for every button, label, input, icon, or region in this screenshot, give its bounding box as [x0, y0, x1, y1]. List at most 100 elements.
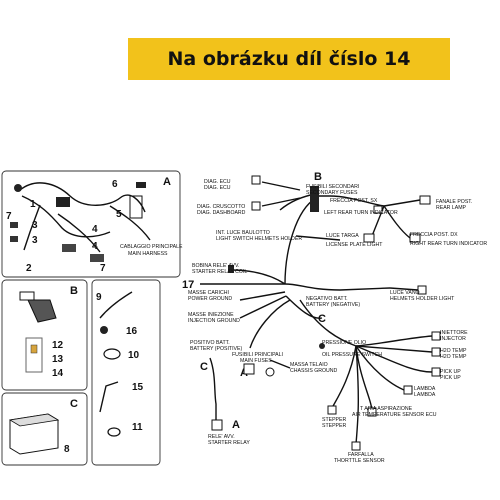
harness-wire-2: [21, 195, 111, 238]
fuse-set-frame: [25, 337, 43, 373]
part-13: 13: [52, 354, 64, 365]
main-fuse-box: [243, 363, 255, 375]
branch-injector: [355, 335, 433, 347]
label-pickup-2: PICK UP: [440, 375, 461, 381]
label-iniezione-2: INJECTION GROUND: [188, 318, 240, 324]
chassis-ground-point: [265, 367, 275, 377]
label-bobina-1: BOBINA RELE' AVV.: [192, 263, 239, 269]
panel-b-frame: [1, 279, 88, 391]
label-iniezione-1: MASSE INIEZIONE: [188, 312, 234, 318]
label-fanale-1: FANALE POST.: [436, 199, 472, 205]
diag-ecu-connector: [251, 175, 261, 185]
bolt-part-2: [10, 236, 18, 242]
rh-indicator-connector: [409, 233, 421, 243]
part-7b: 7: [100, 263, 106, 274]
schematic: B 17 C C A A: [182, 171, 487, 464]
part-2: 2: [26, 263, 32, 274]
label-targa-2: LICENSE PLATE LIGHT: [326, 242, 383, 248]
injector-connector: [431, 331, 441, 341]
marker-17: 17: [182, 279, 194, 291]
label-aria-1: T ARIA ASPIRAZIONE: [360, 406, 413, 412]
branch-helmet-switch: [295, 235, 341, 241]
fuse-part-small: [19, 291, 35, 301]
connector-block: [56, 197, 70, 207]
harness-wire-5: [109, 205, 151, 241]
label-farfalla-2: THORTTLE SENSOR: [334, 458, 385, 464]
label-telaio-2: CHASSIS GROUND: [290, 368, 338, 374]
stepper-connector: [327, 405, 337, 415]
part-1: 1: [30, 199, 36, 210]
branch-pickup: [355, 345, 433, 373]
harness-label-2: MAIN HARNESS: [128, 251, 168, 257]
part-3: 3: [32, 220, 38, 231]
panel-a-frame: [1, 170, 181, 278]
branch-stepper: [331, 345, 357, 409]
cable-part: [99, 291, 133, 319]
label-rele-1: RELE' AVV.: [208, 434, 235, 440]
label-baulotto-1: INT. LUCE BAULOTTO: [216, 230, 270, 236]
bolt-part: [10, 222, 18, 228]
label-baulotto-2: LIGHT SWITCH HELMETS HOLDER: [216, 236, 302, 242]
branch-rear-lamp: [383, 199, 421, 207]
label-lambda-1: LAMBDA: [414, 386, 436, 392]
branch-helmet-light: [389, 287, 419, 291]
label-freccia-dx-1: FRECCIA POST. DX: [410, 232, 458, 238]
label-iniettore-1: INIETTORE: [440, 330, 468, 336]
lambda-connector: [403, 385, 413, 395]
helmet-light-connector: [417, 285, 427, 295]
branch-lambda: [355, 345, 405, 391]
label-pickup-1: PICK UP: [440, 369, 461, 375]
label-lambda-2: LAMBDA: [414, 392, 436, 398]
clip-part-2: [90, 254, 104, 262]
diag-dash-connector: [251, 201, 261, 211]
label-freccia-dx-2: RIGHT REAR TURN INDICATOR: [410, 241, 487, 247]
branch-starter-coil: [229, 269, 286, 285]
relay-part: [136, 182, 146, 188]
battery-top: [8, 413, 60, 427]
rear-lamp-connector: [419, 195, 431, 205]
part-15: 15: [132, 382, 144, 393]
marker-c2: C: [200, 361, 208, 373]
branch-rh-indicator: [383, 205, 411, 239]
part-3b: 3: [32, 235, 38, 246]
panel-b-letter: B: [70, 285, 78, 297]
label-vano-1: LUCE VANO: [390, 290, 420, 296]
label-fusibili-1: FUSIBILI PRINCIPALI: [232, 352, 283, 358]
label-aria-2: AIR TEMPERATURE SENSOR ECU: [352, 412, 437, 418]
grommet-part: [100, 326, 108, 334]
branch-h2o: [355, 345, 433, 353]
part-5: 5: [116, 209, 122, 220]
label-carichi-1: MASSE CARICHI: [188, 290, 229, 296]
label-diag-ecu-2: DIAG. ECU: [204, 185, 231, 191]
air-temp-connector: [367, 407, 377, 417]
label-negativo-2: BATTERY (NEGATIVE): [306, 302, 360, 308]
label-diag-ecu-1: DIAG. ECU: [204, 179, 231, 185]
branch-positive: [209, 357, 217, 420]
label-bobina-2: STARTER RELAY COIL: [192, 269, 247, 275]
part-9: 9: [96, 292, 102, 303]
panel-a: A 1 2 3 3 4 4 5 6 7 7 CABLAGGIO PRINCIPA…: [1, 170, 183, 278]
label-diag-dash-1: DIAG. CRUSCOTTO: [197, 204, 245, 210]
main-trunk: [200, 283, 391, 291]
part-4: 4: [92, 224, 98, 235]
marker-a2: A: [232, 419, 240, 431]
label-iniettore-2: INJECTOR: [440, 336, 466, 342]
panel-d-frame: [91, 279, 161, 466]
harness-label-1: CABLAGGIO PRINCIPALE: [120, 244, 183, 250]
label-positivo-2: BATTERY (POSITIVE): [190, 346, 242, 352]
label-vano-2: HELMETS HOLDER LIGHT: [390, 296, 455, 302]
label-olio-2: OIL PRESSURE SWITCH: [322, 352, 382, 358]
harness-wire-3: [57, 213, 101, 253]
clamp-part: [103, 348, 121, 360]
branch-throttle: [355, 345, 360, 445]
branch-negative: [285, 295, 323, 319]
harness-wire-4: [23, 204, 41, 251]
terminal-part: [14, 184, 22, 192]
branch-diag-dash: [261, 197, 301, 207]
label-targa-1: LUCE TARGA: [326, 233, 359, 239]
pickup-connector: [431, 367, 441, 377]
banner-text: Na obrázku díl číslo 14: [167, 48, 411, 70]
bracket-part: [99, 381, 119, 413]
fuse-box-part: [27, 299, 57, 323]
